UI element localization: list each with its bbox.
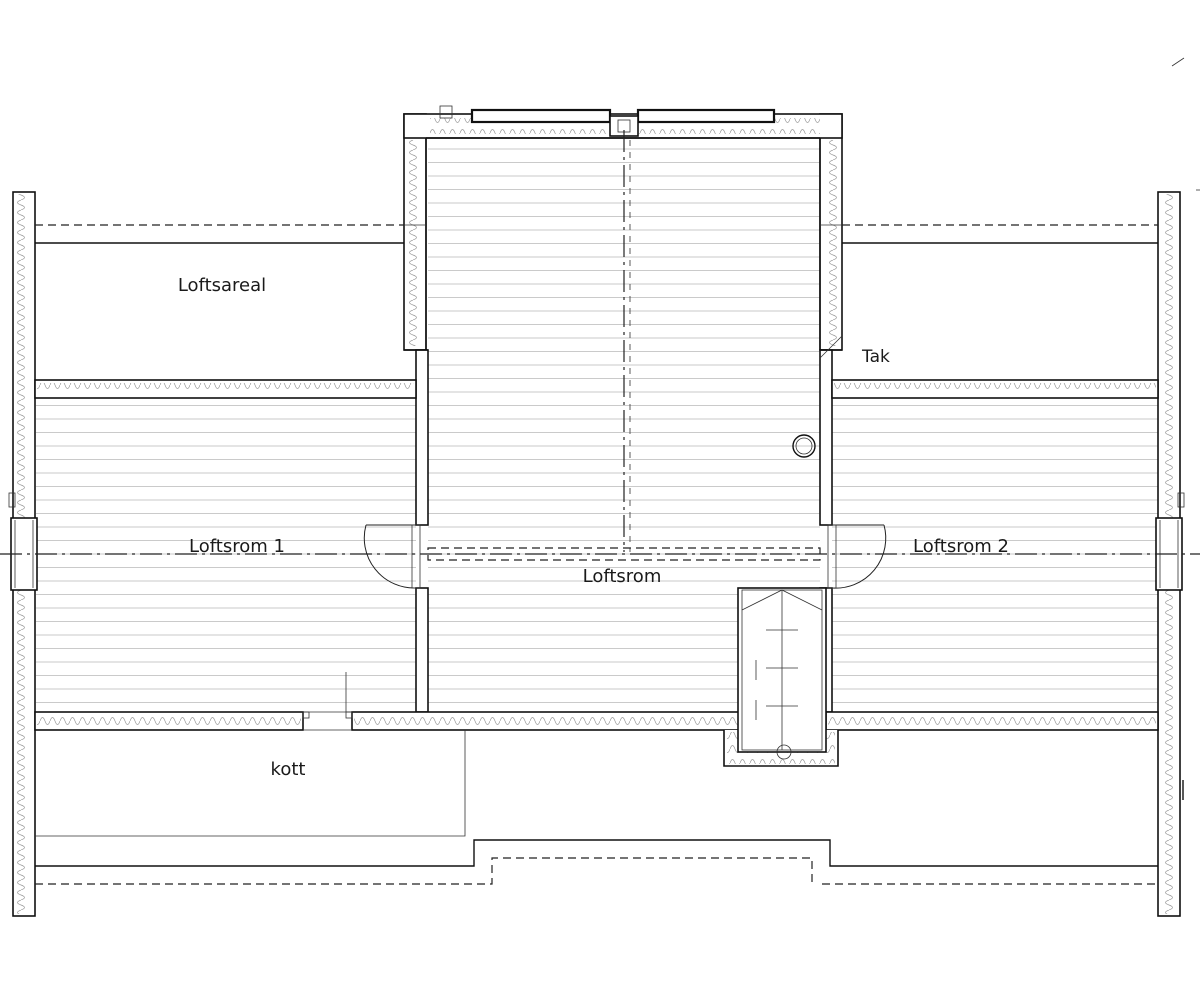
upper-knee-walls xyxy=(34,379,1159,399)
label-loftsrom: Loftsrom xyxy=(583,566,662,587)
label-tak: Tak xyxy=(861,347,890,367)
label-loftsrom-2: Loftsrom 2 xyxy=(913,536,1009,557)
door-right xyxy=(827,524,887,589)
central-dormer-walls xyxy=(403,105,843,713)
label-loftsrom-1: Loftsrom 1 xyxy=(189,536,285,557)
loftsareal-outline xyxy=(35,224,1158,244)
floor-hatching xyxy=(36,138,1158,712)
door-left xyxy=(363,524,421,589)
pipe xyxy=(792,434,816,458)
lower-roof-outline xyxy=(35,730,1158,885)
ridge-lines xyxy=(0,130,1200,561)
label-kott: kott xyxy=(271,759,306,780)
north-mark xyxy=(1171,57,1185,67)
label-loftsareal: Loftsareal xyxy=(178,275,266,296)
stair xyxy=(741,589,823,760)
